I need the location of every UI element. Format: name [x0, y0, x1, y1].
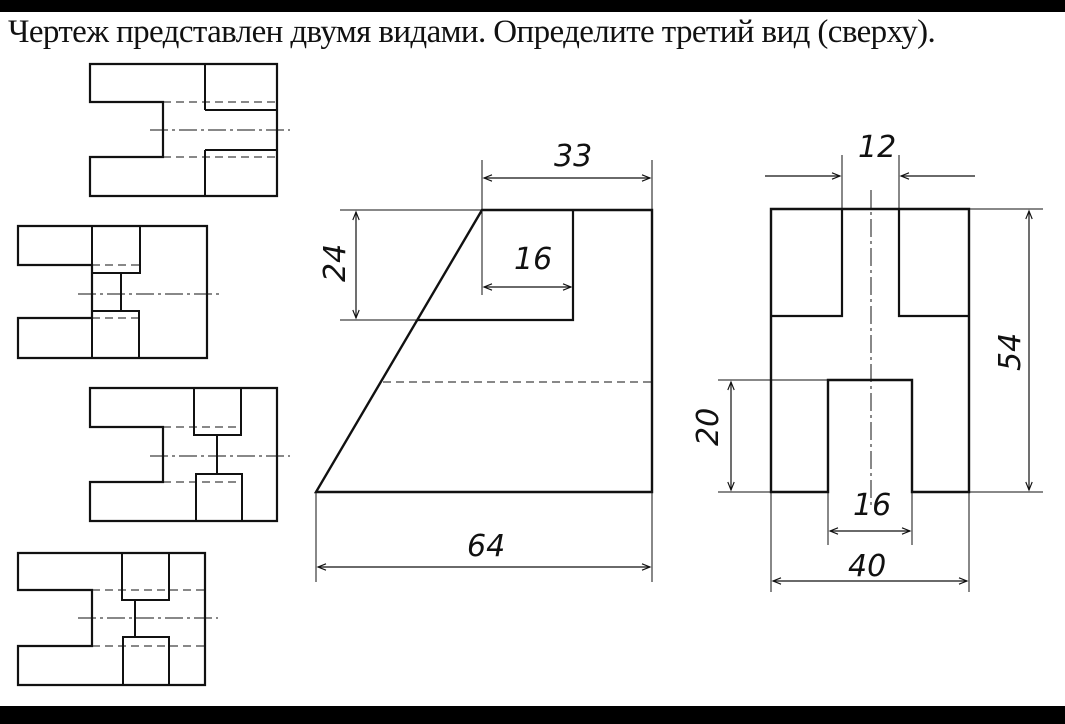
top-black-bar	[0, 0, 1065, 12]
dim-front-top: 33	[554, 139, 592, 174]
answer-option-1[interactable]	[88, 62, 290, 198]
answer-option-2[interactable]	[16, 224, 220, 360]
answer-option-4[interactable]	[16, 551, 218, 687]
answer-option-3[interactable]	[88, 386, 290, 523]
dim-side-width: 40	[848, 549, 886, 584]
dim-side-slot-height: 20	[691, 408, 726, 446]
dim-side-slot-width: 16	[853, 488, 891, 523]
dim-front-slot-depth: 24	[318, 244, 353, 282]
side-view	[718, 155, 1043, 592]
dim-front-bottom: 64	[467, 529, 505, 564]
dim-side-gap: 12	[858, 130, 896, 165]
task-text: Чертеж представлен двумя видами. Определ…	[8, 14, 936, 50]
bottom-black-bar	[0, 706, 1065, 724]
front-view	[313, 160, 654, 582]
dim-front-slot-width: 16	[514, 242, 552, 277]
dim-side-height: 54	[993, 333, 1028, 371]
